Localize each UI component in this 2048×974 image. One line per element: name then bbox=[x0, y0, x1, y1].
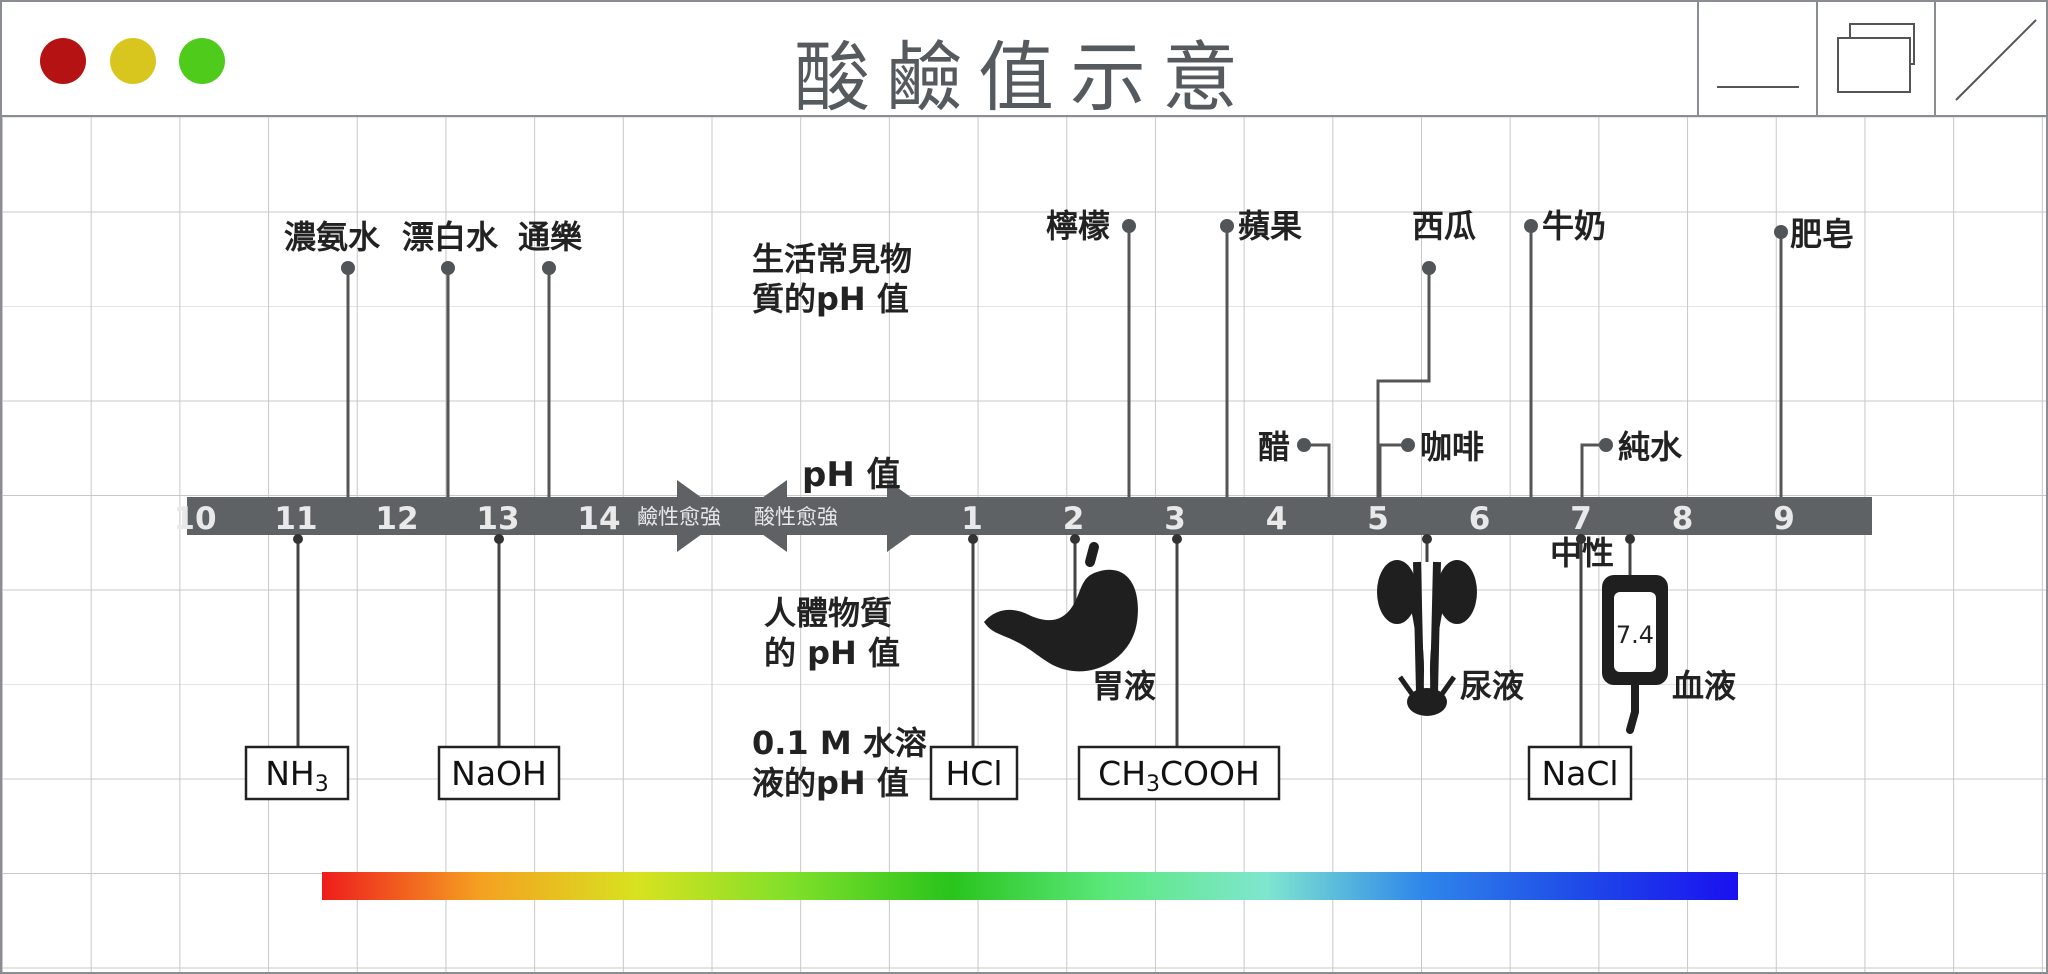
scale-tick-label: 1 bbox=[961, 501, 983, 537]
scale-tick-label: 4 bbox=[1266, 501, 1288, 537]
daily-item: 檸檬 bbox=[1046, 207, 1136, 497]
daily-item-label: 咖啡 bbox=[1420, 428, 1484, 466]
scale-tick-label: 7 bbox=[1570, 501, 1592, 537]
body-item: 胃液 bbox=[1070, 534, 1156, 705]
solution-formula: HCl bbox=[945, 754, 1002, 793]
solution-item: CH3COOH bbox=[1077, 534, 1281, 801]
daily-item-label: 檸檬 bbox=[1046, 207, 1110, 245]
solution-box bbox=[1077, 745, 1281, 801]
daily-item: 蘋果 bbox=[1220, 207, 1302, 497]
solution-formula: NaCl bbox=[1541, 754, 1618, 793]
daily-item: 醋 bbox=[1258, 428, 1331, 497]
daily-item: 濃氨水 bbox=[284, 218, 381, 497]
stomach-icon bbox=[984, 542, 1138, 672]
daily-item-label: 牛奶 bbox=[1542, 207, 1606, 245]
minimize-dot[interactable] bbox=[110, 38, 156, 84]
blood-bag-icon: 7.4 bbox=[1602, 575, 1668, 734]
ph-value-label: pH 值 bbox=[802, 455, 901, 495]
daily-item-label: 西瓜 bbox=[1412, 207, 1476, 245]
blood-ph-badge: 7.4 bbox=[1616, 621, 1654, 649]
daily-items: 濃氨水漂白水通樂 檸檬 蘋果 西瓜 牛奶 肥皂醋 咖啡 純水 bbox=[284, 207, 1854, 497]
daily-item: 純水 bbox=[1580, 428, 1683, 497]
scale-tick-label: 11 bbox=[274, 501, 317, 537]
body-item-label: 血液 bbox=[1672, 667, 1736, 705]
body-item: 尿液 bbox=[1422, 534, 1524, 705]
daily-item: 通樂 bbox=[518, 218, 583, 497]
scale-tick-label: 2 bbox=[1063, 501, 1085, 537]
solution-box bbox=[437, 745, 561, 801]
daily-item: 漂白水 bbox=[402, 218, 499, 497]
solution-box bbox=[1527, 745, 1633, 801]
scale-tick-label: 8 bbox=[1672, 501, 1694, 537]
daily-item-label: 肥皂 bbox=[1790, 215, 1854, 253]
minimize-button[interactable] bbox=[1697, 2, 1816, 115]
solution-box bbox=[929, 745, 1019, 801]
minimize-icon bbox=[1717, 86, 1799, 88]
body-item-label: 尿液 bbox=[1460, 667, 1524, 705]
daily-item: 牛奶 bbox=[1524, 207, 1606, 497]
scale-tick-label: 9 bbox=[1773, 501, 1795, 537]
section-solution-heading: 0.1 M 水溶液的pH 值 bbox=[752, 724, 927, 802]
solution-item: NH3 bbox=[244, 534, 350, 801]
acid-arrow bbox=[737, 480, 1872, 552]
ph-scale-bar bbox=[187, 480, 1872, 552]
scale-tick-label: 13 bbox=[476, 501, 519, 537]
daily-item-label: 蘋果 bbox=[1238, 207, 1302, 245]
solution-formula: NH3 bbox=[265, 754, 329, 797]
solution-formula: NaOH bbox=[451, 754, 547, 793]
solution-item: HCl bbox=[929, 534, 1019, 801]
daily-item: 咖啡 bbox=[1378, 428, 1484, 497]
daily-item: 西瓜 bbox=[1376, 207, 1476, 497]
kidney-icon bbox=[1377, 560, 1477, 716]
solution-box bbox=[244, 745, 350, 801]
restore-button[interactable] bbox=[1816, 2, 1935, 115]
scale-tick-label: 10 bbox=[173, 501, 216, 537]
window-title: 酸鹼值示意 bbox=[794, 33, 1254, 122]
base-stronger-label: 鹼性愈強 bbox=[637, 505, 721, 529]
daily-item-label: 純水 bbox=[1618, 428, 1683, 466]
scale-tick-label: 12 bbox=[375, 501, 418, 537]
title-bar: 酸鹼值示意 bbox=[2, 2, 2048, 122]
solution-item: NaCl bbox=[1527, 534, 1633, 801]
solution-formula: CH3COOH bbox=[1098, 754, 1260, 797]
close-slash-icon bbox=[1955, 19, 2037, 101]
solution-items: NH3 NaOH HCl CH3COOH NaCl bbox=[244, 534, 1633, 801]
daily-item-label: 漂白水 bbox=[402, 218, 499, 256]
body-item: 血液 bbox=[1625, 534, 1736, 705]
scale-tick-label: 6 bbox=[1469, 501, 1491, 537]
section-body-heading: 人體物質的 pH 值 bbox=[764, 594, 900, 672]
acid-stronger-label: 酸性愈強 bbox=[754, 505, 838, 529]
ph-color-gradient bbox=[322, 872, 1738, 900]
scale-tick-label: 5 bbox=[1367, 501, 1389, 537]
restore-icon bbox=[1837, 23, 1915, 93]
body-item-label: 胃液 bbox=[1092, 667, 1156, 705]
daily-item-label: 醋 bbox=[1258, 428, 1290, 466]
daily-item: 肥皂 bbox=[1774, 215, 1854, 497]
scale-tick-label: 14 bbox=[577, 501, 620, 537]
daily-item-label: 通樂 bbox=[518, 218, 583, 256]
solution-item: NaOH bbox=[437, 534, 561, 801]
maximize-dot[interactable] bbox=[179, 38, 225, 84]
close-dot[interactable] bbox=[40, 38, 86, 84]
section-daily-heading: 生活常見物質的pH 值 bbox=[752, 240, 912, 318]
scale-tick-label: 3 bbox=[1164, 501, 1186, 537]
daily-item-label: 濃氨水 bbox=[284, 218, 381, 256]
close-button[interactable] bbox=[1934, 2, 2048, 115]
